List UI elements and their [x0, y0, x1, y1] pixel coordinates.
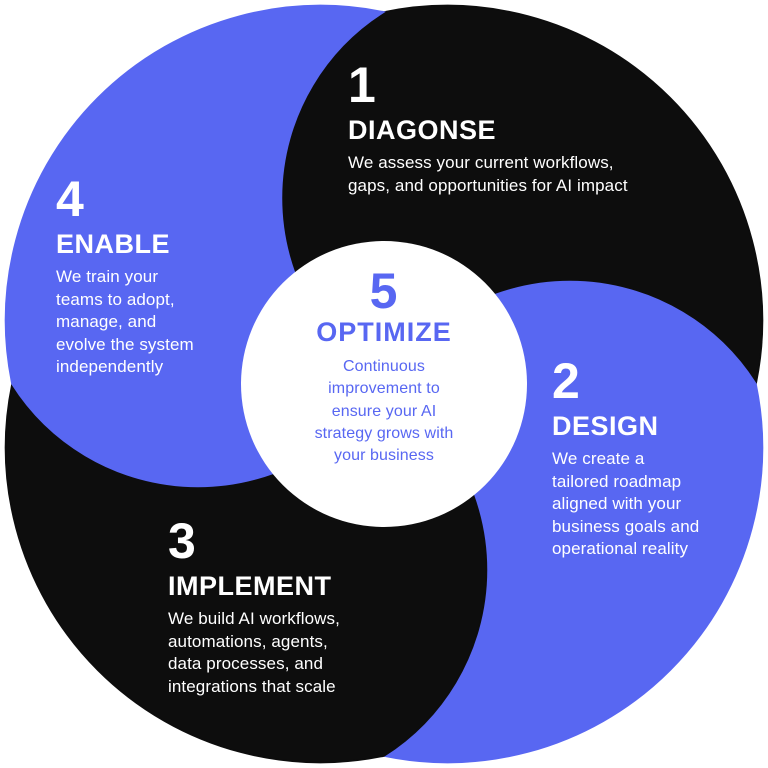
step-1-title: DIAGONSE — [348, 115, 497, 145]
step-1-number: 1 — [348, 57, 377, 113]
step-5-description: Continuous improvement to ensure your AI… — [314, 358, 454, 464]
step-3-number: 3 — [168, 513, 197, 569]
step-3-block: 3 IMPLEMENT We build AI workflows, autom… — [168, 516, 388, 698]
step-2-description: We create a tailored roadmap aligned wit… — [552, 449, 700, 559]
step-5-title: OPTIMIZE — [316, 317, 452, 347]
step-5-number: 5 — [369, 263, 399, 319]
step-1-block: 1 DIAGONSE We assess your current workfl… — [348, 60, 693, 197]
step-3-description: We build AI workflows, automations, agen… — [168, 609, 340, 696]
step-4-title: ENABLE — [56, 229, 171, 259]
step-3-title: IMPLEMENT — [168, 571, 332, 601]
step-5-block: 5 OPTIMIZE Continuous improvement to ens… — [272, 266, 496, 467]
center-circle — [241, 241, 527, 527]
step-1-description: We assess your current workflows, gaps, … — [348, 153, 628, 195]
step-2-title: DESIGN — [552, 411, 659, 441]
step-4-description: We train your teams to adopt, manage, an… — [56, 267, 194, 377]
step-2-block: 2 DESIGN We create a tailored roadmap al… — [552, 356, 737, 561]
step-4-number: 4 — [56, 171, 85, 227]
step-4-block: 4 ENABLE We train your teams to adopt, m… — [56, 174, 231, 379]
step-2-number: 2 — [552, 353, 581, 409]
